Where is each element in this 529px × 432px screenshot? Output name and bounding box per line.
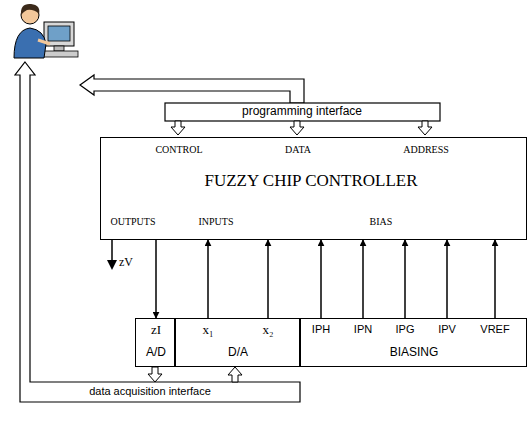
signal-wire [207, 240, 209, 318]
user-icon [14, 4, 78, 58]
node-text: INPUTS [198, 216, 233, 227]
converter-box: x₁ x₂ D/A [175, 318, 300, 367]
node-text: x₁ [202, 323, 213, 337]
bias-box: IPH IPN IPG IPV VREF BIASING [300, 318, 527, 367]
chip-box: CONTROL DATA ADDRESS FUZZY CHIP CONTROLLER O… [100, 137, 527, 240]
signal-wire [320, 240, 322, 318]
node-text: ADDRESS [403, 144, 449, 155]
node-text: IPN [354, 323, 372, 335]
node-text: zI [151, 323, 161, 337]
node-text: IPH [312, 323, 330, 335]
signal-wire [446, 240, 448, 318]
node-text: FUZZY CHIP CONTROLLER [204, 172, 417, 191]
output-wire [107, 240, 117, 270]
signal-wire [494, 240, 496, 318]
node-text: IPG [396, 323, 415, 335]
signal-wire [362, 240, 364, 318]
node-text: x₂ [262, 323, 273, 337]
signal-wire [155, 240, 157, 318]
signal-wire [404, 240, 406, 318]
signal-name: zV [117, 256, 135, 269]
node-text: OUTPUTS [110, 216, 155, 227]
bus-label: programming interface [240, 105, 364, 118]
node-text: IPV [438, 323, 456, 335]
node-text: BIAS [370, 216, 393, 227]
programming-bus [80, 75, 440, 135]
converter-box: zI A/D [135, 318, 175, 367]
node-text: CONTROL [155, 144, 202, 155]
node-text: A/D [146, 346, 166, 359]
bus-label: data acquisition interface [87, 385, 213, 397]
node-text: VREF [480, 323, 509, 335]
node-text: BIASING [390, 346, 439, 359]
node-text: DATA [285, 144, 311, 155]
signal-wire [267, 240, 269, 318]
node-text: D/A [228, 346, 248, 359]
